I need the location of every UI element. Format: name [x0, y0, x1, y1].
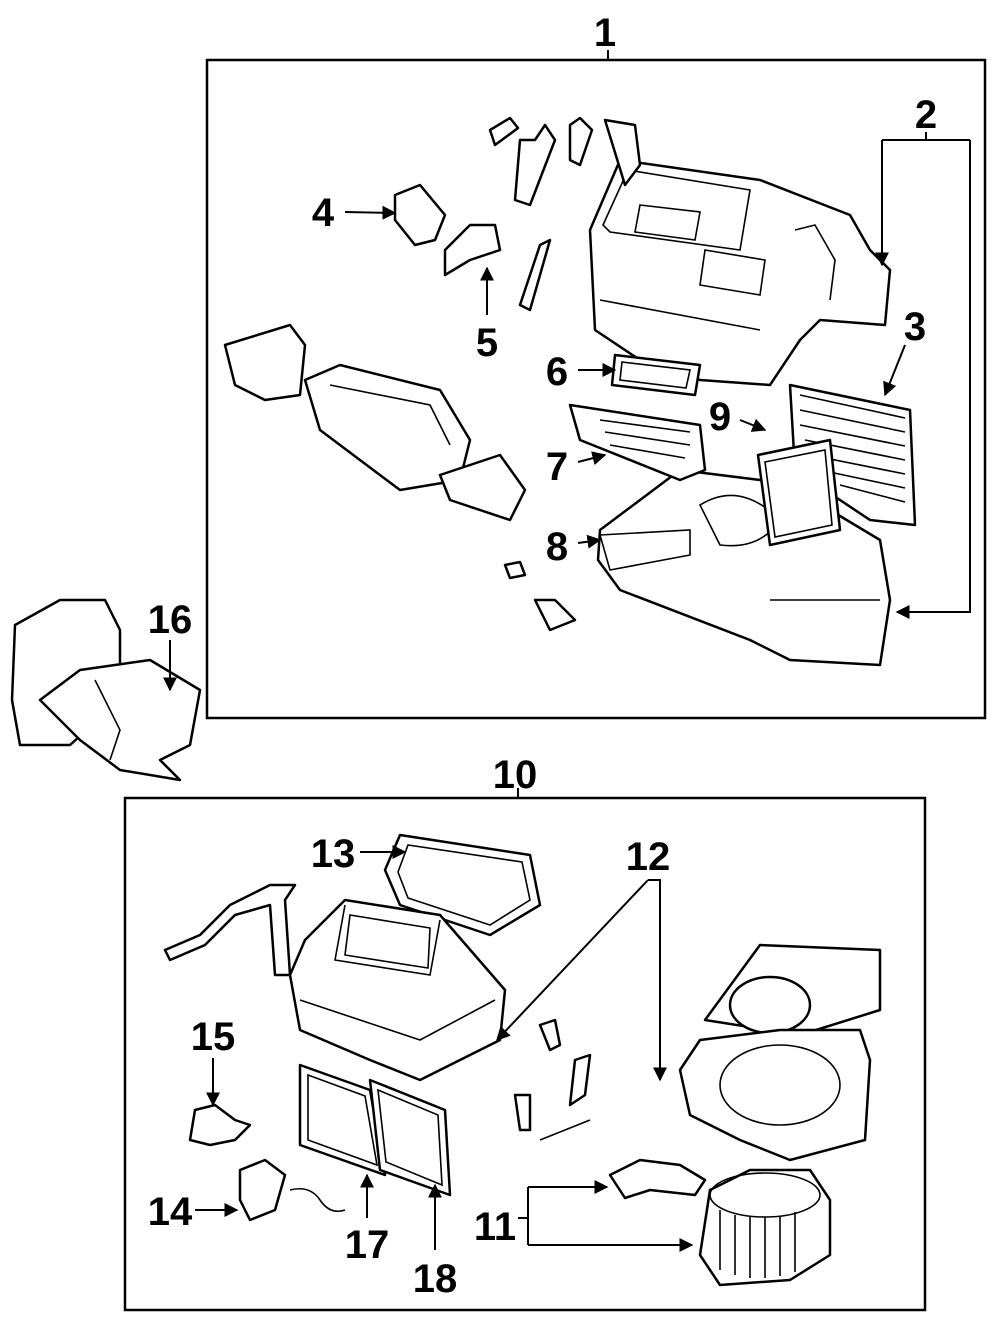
callout-1: 1	[594, 11, 616, 55]
part-18-filter	[368, 1078, 452, 1197]
part-11-resistor	[608, 1158, 707, 1200]
part-5	[443, 223, 502, 277]
part-17-filter	[298, 1063, 387, 1177]
callout-7: 7	[546, 445, 568, 489]
seal-6	[610, 353, 702, 397]
callout-18: 18	[413, 1257, 458, 1301]
callout-8: 8	[546, 525, 568, 569]
callout-10: 10	[493, 753, 538, 797]
blower-housing	[678, 943, 882, 1162]
filter	[756, 438, 842, 547]
small-parts-top	[488, 116, 642, 632]
blower-motor	[698, 1168, 832, 1287]
heater-core	[788, 383, 917, 527]
upper-case	[588, 158, 892, 387]
callout-17: 17	[345, 1223, 390, 1267]
part-14	[238, 1158, 346, 1222]
callout-3: 3	[904, 305, 926, 349]
callout-14: 14	[148, 1190, 193, 1234]
small-parts-lower	[513, 1018, 592, 1141]
callout-5: 5	[476, 321, 498, 365]
door-7	[568, 403, 707, 482]
callout-4: 4	[312, 191, 335, 235]
left-duct	[223, 323, 527, 522]
part-4	[393, 183, 447, 247]
callout-12: 12	[626, 835, 671, 879]
part-16-duct	[10, 598, 202, 782]
callout-16: 16	[148, 598, 193, 642]
hose	[163, 883, 297, 977]
callout-6: 6	[546, 350, 568, 394]
callout-2: 2	[915, 93, 937, 137]
assembly-10-frame	[123, 796, 927, 1312]
callout-13: 13	[311, 832, 356, 876]
part-15	[188, 1103, 252, 1147]
callout-9: 9	[709, 395, 731, 439]
callout-15: 15	[191, 1015, 236, 1059]
heater-unit-case	[288, 898, 507, 1082]
assembly-1-frame	[205, 58, 987, 720]
leader-lines	[163, 132, 971, 1252]
part-13-seal	[383, 833, 542, 937]
callout-11: 11	[474, 1205, 516, 1249]
